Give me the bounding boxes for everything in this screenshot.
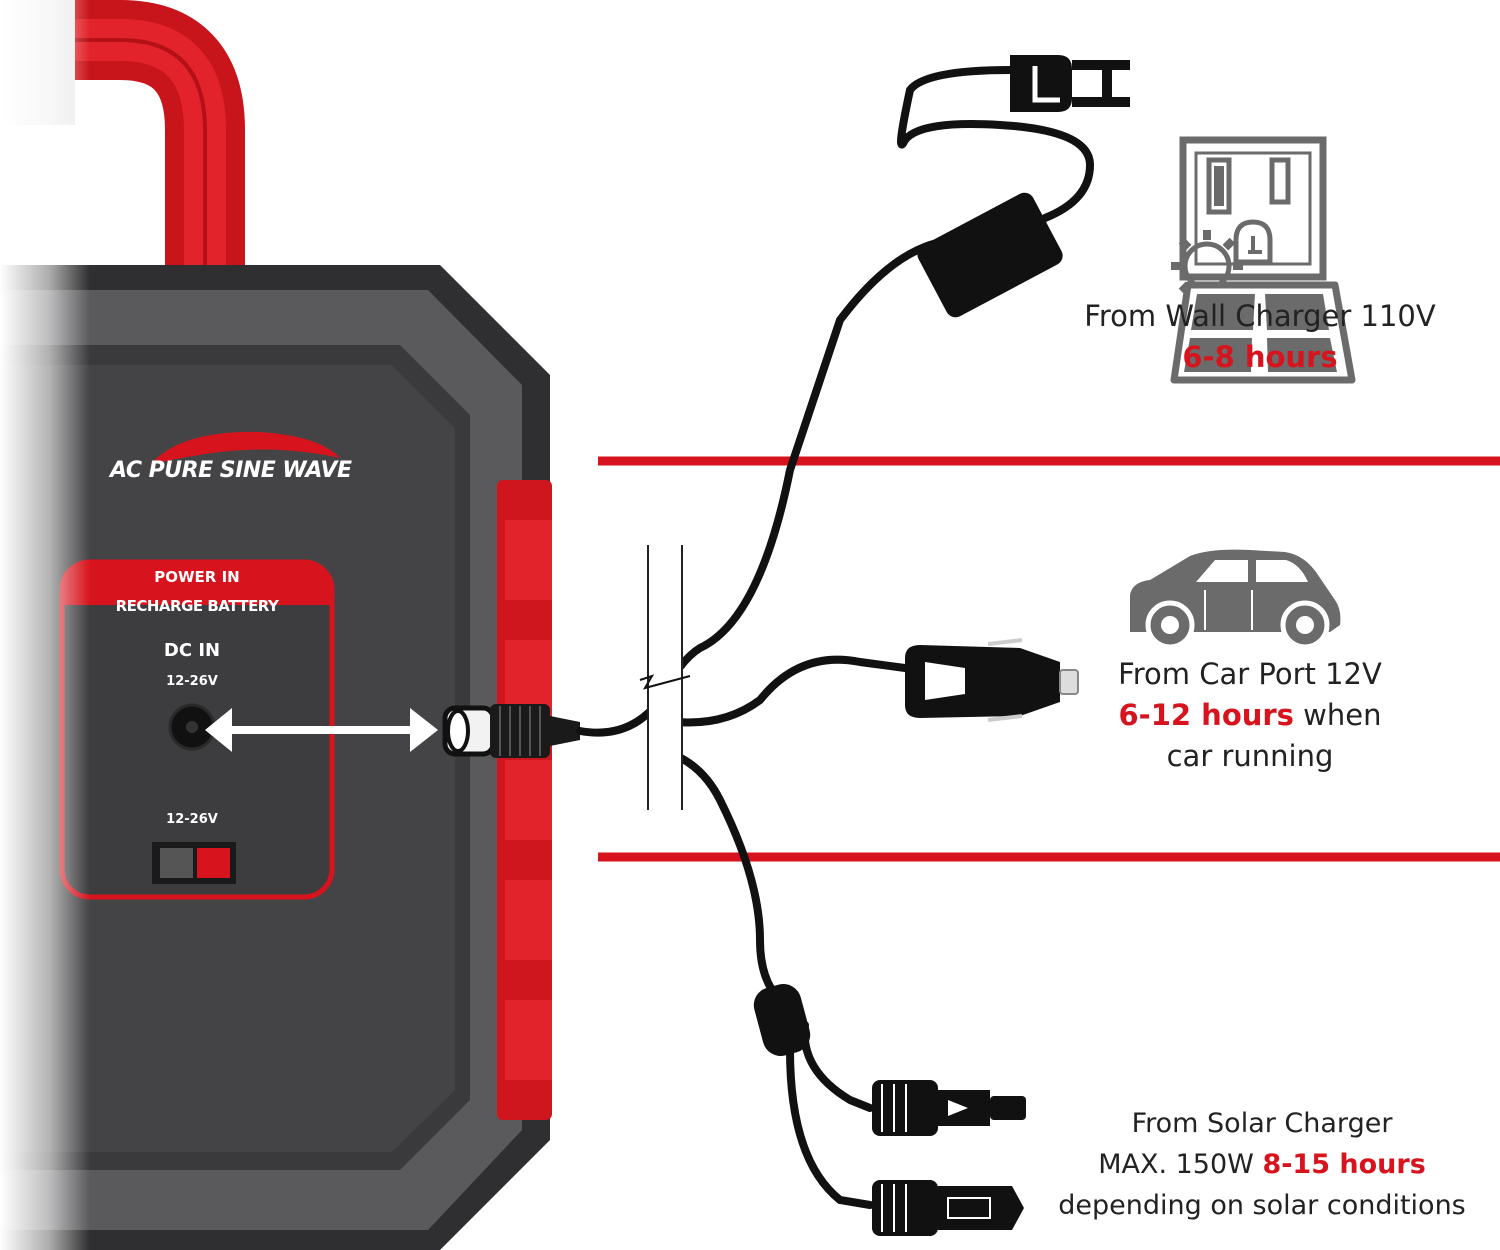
connection-arrow-icon <box>205 708 438 752</box>
brand-label: AC PURE SINE WAVE <box>110 458 352 483</box>
wall-charger-caption: From Wall Charger 110V 6-8 hours <box>1040 296 1480 378</box>
power-in-panel <box>59 559 335 900</box>
wall-plug-icon <box>1010 55 1130 112</box>
car-port-source: From Car Port 12V <box>1118 657 1382 691</box>
car-port-time-suffix: when <box>1293 698 1382 732</box>
panel-title-recharge: RECHARGE BATTERY <box>115 597 279 615</box>
cable-break-marks <box>639 545 691 810</box>
solar-charger-max: MAX. 150W <box>1098 1149 1263 1180</box>
solar-charger-time: 8-15 hours <box>1262 1149 1426 1180</box>
cable-splitter <box>753 984 811 1056</box>
wall-charger-source: From Wall Charger 110V <box>1084 299 1436 333</box>
solar-charger-caption: From Solar Charger MAX. 150W 8-15 hours … <box>1042 1103 1482 1226</box>
wall-adapter-box <box>917 192 1063 318</box>
car-port-time: 6-12 hours <box>1118 698 1294 732</box>
solar-charger-source: From Solar Charger <box>1131 1108 1393 1139</box>
car-port-caption: From Car Port 12V 6-12 hours when car ru… <box>1040 654 1460 777</box>
anderson-voltage-label: 12-26V <box>166 812 218 827</box>
left-fade <box>0 0 90 1250</box>
car-lighter-plug-icon <box>905 638 1079 722</box>
dc-in-label: DC IN <box>163 640 221 661</box>
wall-outlet-icon <box>1179 136 1327 281</box>
brand-swoosh-icon <box>150 431 340 465</box>
car-port-condition: car running <box>1166 739 1334 773</box>
car-icon <box>1130 549 1341 650</box>
solar-panel-icon <box>1170 230 1356 384</box>
mc4-connector-male-icon <box>872 1080 1026 1136</box>
dc-voltage-label: 12-26V <box>166 674 218 689</box>
dc-barrel-plug <box>442 704 580 758</box>
panel-title-power-in: POWER IN <box>154 568 240 586</box>
solar-charger-condition: depending on solar conditions <box>1058 1190 1466 1221</box>
mc4-connector-female-icon <box>872 1180 1024 1236</box>
wall-charger-time: 6-8 hours <box>1182 340 1338 374</box>
